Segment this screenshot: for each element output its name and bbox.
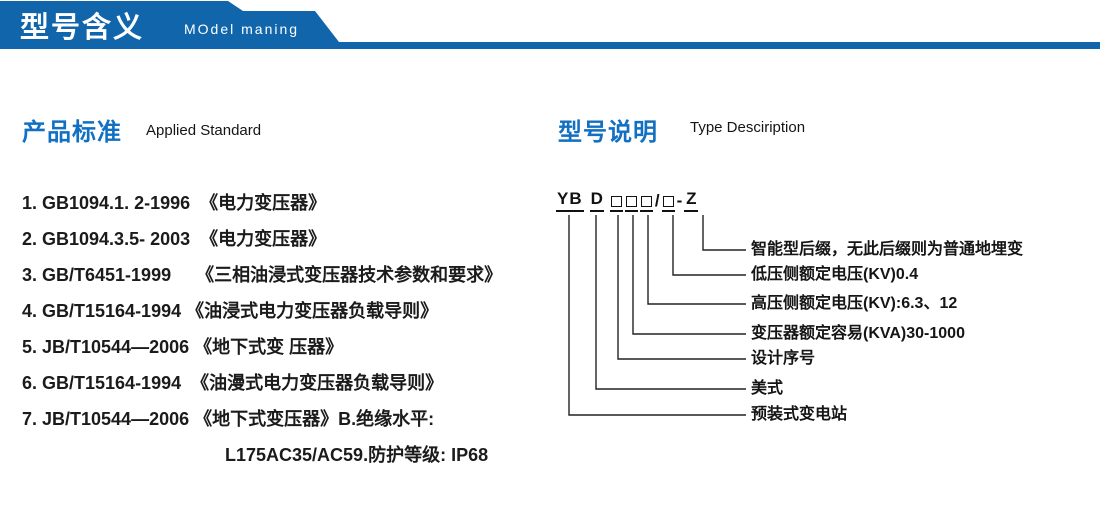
diagram-label-lv-voltage: 低压侧额定电压(KV)0.4 [751, 266, 919, 283]
placeholder-box-icon [624, 192, 638, 212]
diagram-label-prefab-substation: 预装式变电站 [751, 406, 848, 423]
standard-item: 1. GB1094.1. 2-1996 《电力变压器》 [22, 193, 327, 213]
standards-list: 1. GB1094.1. 2-1996 《电力变压器》 2. GB1094.3.… [22, 191, 502, 479]
model-code: YB D / - Z [556, 190, 699, 212]
diagram-label-hv-voltage: 高压侧额定电压(KV):6.3、12 [751, 295, 958, 312]
diagram-label-design-serial: 设计序号 [751, 350, 816, 367]
code-prefix: YB [556, 190, 584, 212]
page-title: 型号含义 [20, 12, 145, 44]
standards-section-title-cn: 产品标准 [22, 119, 122, 146]
standard-item: 2. GB1094.3.5- 2003 《电力变压器》 [22, 229, 327, 249]
code-dash: - [676, 191, 683, 210]
standard-item: 7. JB/T10544—2006 《地下式变压器》B.绝缘水平: [22, 409, 435, 429]
page-subtitle: MOdel maning [184, 21, 300, 37]
model-section-title-en: Type Desciription [690, 119, 806, 136]
standard-item: 4. GB/T15164-1994 《油浸式电力变压器负载导则》 [22, 301, 439, 321]
header-banner [0, 1, 1100, 49]
standard-item: 5. JB/T10544—2006 《地下式变 压器》 [22, 337, 344, 357]
code-suffix: Z [684, 190, 699, 212]
code-series: D [589, 190, 604, 212]
placeholder-box-icon [609, 192, 623, 212]
placeholder-box-icon [661, 192, 675, 212]
standard-item-continuation: L175AC35/AC59.防护等级: IP68 [225, 445, 489, 465]
model-section-title-cn: 型号说明 [558, 119, 658, 146]
standard-item: 3. GB/T6451-1999 《三相油浸式变压器技术参数和要求》 [22, 265, 503, 285]
standard-item: 6. GB/T15164-1994 《油漫式电力变压器负载导则》 [22, 373, 444, 393]
diagram-label-suffix: 智能型后缀，无此后缀则为普通地埋变 [751, 241, 1024, 258]
placeholder-box-icon [639, 192, 653, 212]
code-slash: / [654, 191, 660, 210]
diagram-label-capacity: 变压器额定容易(KVA)30-1000 [751, 325, 965, 342]
standards-section-title-en: Applied Standard [146, 122, 262, 139]
diagram-label-american-style: 美式 [751, 380, 784, 397]
